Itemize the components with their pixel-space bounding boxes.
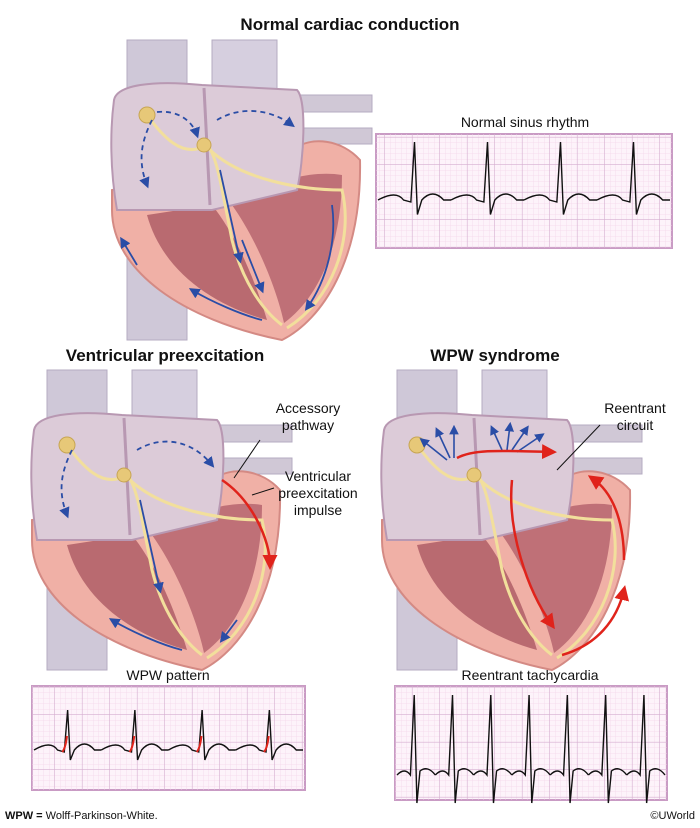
ecg-beat — [511, 694, 551, 804]
caption-wpw-pattern: WPW pattern — [126, 667, 210, 683]
conduction-arrow — [136, 440, 215, 468]
ecg-strip-wpw-pattern — [31, 685, 306, 791]
ecg-beat — [523, 141, 597, 215]
ecg-beat — [235, 709, 303, 761]
footer-abbreviation: WPW = Wolff-Parkinson-White. — [5, 810, 158, 822]
delta-wave — [128, 735, 136, 753]
ecg-beat — [587, 694, 628, 804]
heart-preexcitation-illustration — [29, 368, 294, 672]
ecg-strip-reentrant-tachycardia — [394, 685, 668, 804]
conduction-arrow — [188, 288, 263, 321]
copyright: ©UWorld — [650, 810, 695, 822]
ecg-beat — [434, 694, 475, 804]
conduction-arrow — [435, 427, 451, 459]
ecg-beat — [100, 709, 169, 761]
label-preexcitation-impulse: Ventricular preexcitation impulse — [278, 468, 358, 518]
title-ventricular-preexcitation: Ventricular preexcitation — [65, 346, 265, 365]
ecg-beat — [473, 694, 513, 804]
conduction-arrow — [156, 110, 200, 139]
conduction-arrow — [419, 438, 448, 461]
conduction-arrow — [241, 239, 265, 294]
conduction-arrow — [504, 421, 515, 451]
reentry-arrow — [587, 475, 626, 561]
accessory-pathway-leader — [233, 439, 261, 479]
footer-definition: Wolff-Parkinson-White. — [45, 810, 158, 822]
conduction-arrow — [216, 110, 295, 128]
conduction-arrow — [304, 204, 335, 311]
caption-normal-sinus-rhythm: Normal sinus rhythm — [460, 114, 590, 130]
heart-wpw-illustration — [379, 368, 644, 672]
ecg-beat — [549, 694, 589, 804]
conduction-arrow — [219, 169, 244, 264]
ecg-beat — [626, 694, 666, 804]
conduction-arrow — [108, 618, 183, 651]
conduction-arrow — [139, 499, 164, 594]
heart-normal-illustration — [109, 38, 374, 342]
conduction-arrow — [120, 236, 138, 266]
ecg-beat — [450, 141, 524, 215]
ecg-beat — [596, 141, 670, 215]
ecg-beat — [396, 694, 436, 804]
ecg-beat — [377, 141, 451, 215]
reentry-arrow — [456, 444, 557, 460]
reentrant-circuit-leader — [556, 424, 601, 471]
ecg-beat — [168, 709, 236, 761]
conduction-arrow — [490, 425, 503, 451]
title-wpw-syndrome: WPW syndrome — [430, 346, 560, 365]
title-normal-conduction: Normal cardiac conduction — [240, 15, 460, 34]
impulse-leader — [251, 487, 275, 496]
caption-reentrant-tachycardia: Reentrant tachycardia — [461, 667, 599, 683]
label-reentrant-circuit: Reentrant circuit — [604, 400, 666, 433]
reentry-arrow — [561, 585, 630, 657]
footer-abbr: WPW = — [5, 810, 43, 822]
label-accessory-pathway: Accessory pathway — [275, 400, 341, 433]
conduction-arrow — [516, 433, 545, 453]
delta-wave — [263, 735, 270, 753]
delta-wave — [61, 735, 68, 753]
ecg-strip-normal-sinus — [375, 133, 673, 249]
accessory-pathway-arrow — [221, 478, 278, 570]
reentry-arrow — [510, 479, 555, 630]
ecg-beat — [33, 709, 102, 761]
delta-wave — [195, 735, 203, 753]
conduction-arrow — [511, 425, 529, 451]
conduction-arrow — [219, 619, 238, 643]
